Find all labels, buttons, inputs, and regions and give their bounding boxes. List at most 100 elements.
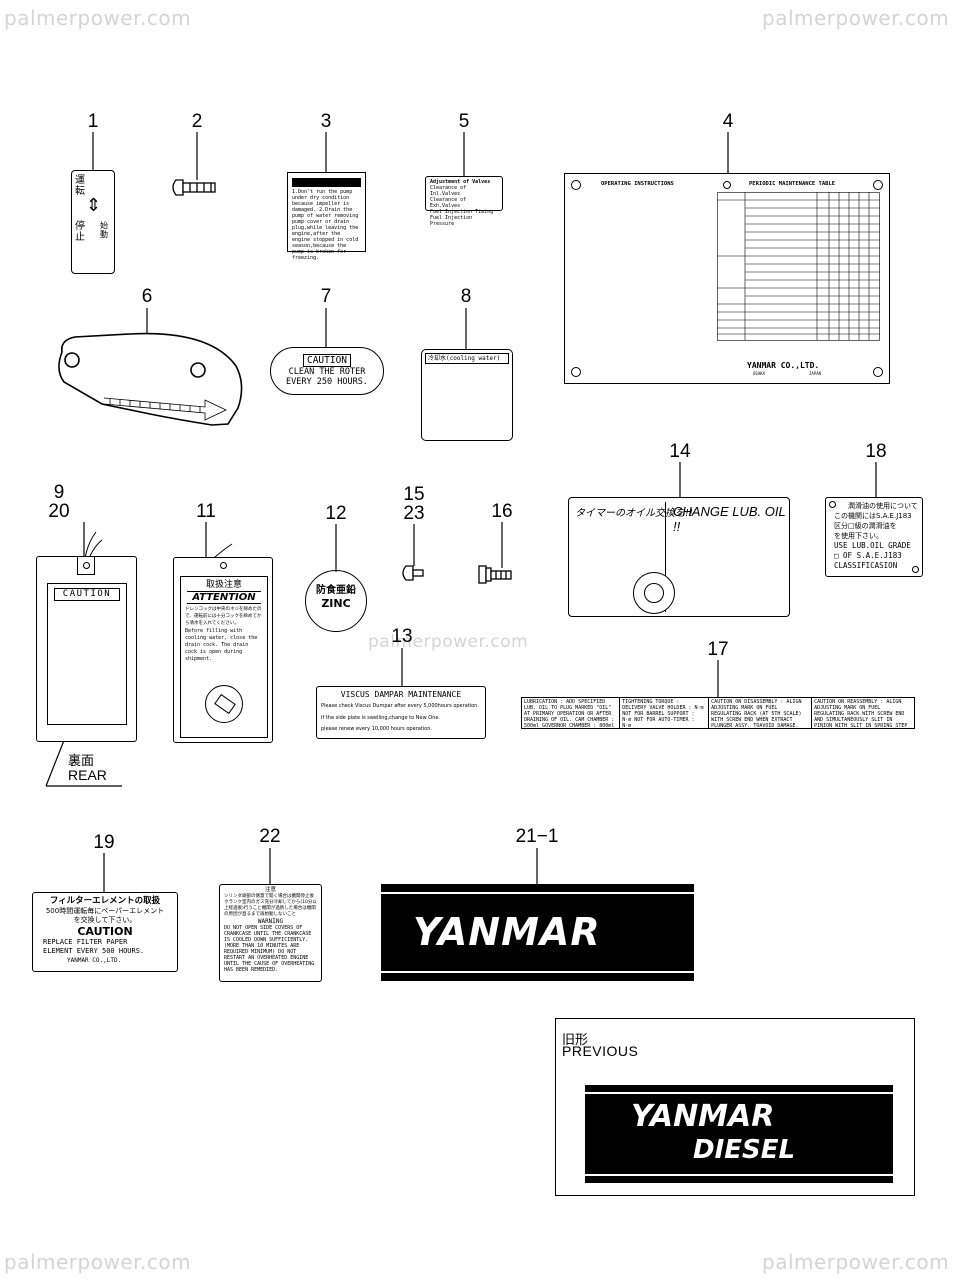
attention-text-jp: ドレンコックは中央のネジを締めたので、運転前には十分コックを締めてから清水を入れ… <box>185 607 262 626</box>
warning-text-en: DO NOT OPEN SIDE COVERS OF CRANKCASE UNT… <box>224 925 315 973</box>
yanmar-logo-text: YANMAR <box>413 910 601 954</box>
maintenance-table-title: PERIODIC MAINTENANCE TABLE <box>749 181 836 187</box>
lub-oil-line-2: この機関にはS.A.E.J183 <box>834 512 912 520</box>
callout-16: 16 <box>491 501 513 522</box>
valve-row-3: Fuel Injection Timing <box>430 209 494 215</box>
part-7-caution-plate: CAUTION CLEAN THE ROTER EVERY 250 HOURS. <box>270 347 384 395</box>
strip-cell-torque: TIGHTENING TORQUE : DELIVERY VALVE HOLDE… <box>620 698 710 728</box>
strip-cell-reassembly: CAUTION ON REASSEMBLY : ALIGN ADJUSTING … <box>814 699 908 728</box>
callout-17: 17 <box>707 639 729 660</box>
part-5-valve-plate: Adjustment of Valves Clearance of Inl.Va… <box>425 176 503 227</box>
screw-hole <box>873 180 883 190</box>
maintenance-table-grid <box>717 192 880 341</box>
watermark: palmerpower.com <box>4 6 192 30</box>
warning-title-jp: 注意 <box>264 887 276 893</box>
tag-eyelet-tab <box>77 557 95 575</box>
callout-22: 22 <box>259 826 281 847</box>
filter-line-1: REPLACE FILTER PAPER <box>43 938 128 946</box>
callout-13: 13 <box>391 626 413 647</box>
callout-1: 1 <box>87 111 99 132</box>
valve-row-4: Fuel Injection Pressure <box>430 215 473 227</box>
screw-hole <box>829 501 836 508</box>
lub-oil-line-7: CLASSIFICASION <box>834 561 898 570</box>
valve-row-2: Clearance of Exh.Valves <box>430 197 467 209</box>
tag-caution-label: CAUTION <box>54 588 120 601</box>
part-12-zinc-label: 防食亜鉛 ZINC <box>305 570 367 632</box>
callout-14: 14 <box>669 441 691 462</box>
part-18-lub-oil-plate: 潤滑油の使用について この機関にはS.A.E.J183 区分□級の潤滑油を を使… <box>825 497 923 577</box>
filter-line-2: ELEMENT EVERY 500 HOURS. <box>43 947 145 955</box>
filter-caution-title: CAUTION <box>77 925 133 938</box>
caution-line-2: EVERY 250 HOURS. <box>286 377 368 387</box>
zinc-label-en: ZINC <box>321 597 351 610</box>
callout-23: 23 <box>403 503 425 524</box>
cooling-water-label: 冷却水(cooling water) <box>425 353 509 364</box>
label-start: 始動 <box>100 221 108 239</box>
callout-11: 11 <box>196 501 216 522</box>
callout-18: 18 <box>865 441 887 462</box>
damper-line-2: If the side plate is swelling,change to … <box>321 715 441 721</box>
callout-7: 7 <box>320 286 332 307</box>
part-8-cooling-water-plate: 冷却水(cooling water) <box>421 349 513 441</box>
callout-21-1: 21−1 <box>515 826 559 847</box>
timer-icon <box>633 572 675 614</box>
black-header-bar <box>292 178 361 187</box>
callout-5: 5 <box>458 111 470 132</box>
caution-title: CAUTION <box>302 354 352 367</box>
warning-title: WARNING <box>257 918 284 925</box>
part-4-instruction-plate: OPERATING INSTRUCTIONS PERIODIC MAINTENA… <box>564 173 890 384</box>
callout-2: 2 <box>191 111 203 132</box>
tag-inner-panel: 取扱注意 ATTENTION ドレンコックは中央のネジを締めたので、運転前には十… <box>180 576 268 738</box>
attention-title: ATTENTION <box>187 591 261 604</box>
part-11-attention-tag: 取扱注意 ATTENTION ドレンコックは中央のネジを締めたので、運転前には十… <box>173 557 273 743</box>
divider <box>665 502 666 612</box>
callout-15: 15 <box>403 484 425 505</box>
part-21-yanmar-diesel-banner: YANMAR DIESEL <box>585 1085 893 1183</box>
filter-title-jp: フィルターエレメントの取扱 <box>49 896 161 906</box>
lub-oil-line-4: を使用下さい。 <box>834 532 883 540</box>
screw-hole <box>723 181 731 189</box>
callout-6: 6 <box>141 286 153 307</box>
screw-hole <box>912 566 919 573</box>
company-country: JAPAN <box>809 371 822 376</box>
part-14-timer-oil-label: タイマーのオイル交換を!! CHANGE LUB. OIL !! <box>568 497 790 617</box>
lub-oil-line-3: 区分□級の潤滑油を <box>834 522 897 530</box>
rear-label-en: REAR <box>68 767 107 783</box>
screw-hole <box>873 367 883 377</box>
callout-19: 19 <box>93 832 115 853</box>
part-19-filter-plate: フィルターエレメントの取扱 500時間運転毎にペーパーエレメントを交換して下さい… <box>32 892 178 972</box>
diesel-logo-text: DIESEL <box>693 1135 796 1165</box>
company-name: YANMAR CO.,LTD. <box>747 361 820 370</box>
tag-inner-panel: CAUTION <box>47 583 127 725</box>
previous-version-box: 旧形 PREVIOUS YANMAR DIESEL <box>555 1018 915 1196</box>
callout-20: 20 <box>48 501 70 522</box>
callout-8: 8 <box>460 286 472 307</box>
damper-title: VISCUS DAMPAR MAINTENANCE <box>340 690 462 699</box>
lub-oil-line-5: USE LUB.OIL GRADE <box>834 541 911 550</box>
callout-9: 9 <box>53 482 65 503</box>
part-21-1-yanmar-banner: YANMAR <box>381 884 694 981</box>
part-1-switch-plate: 運転 ⇕ 停止 始動 <box>71 170 115 274</box>
pump-label-text: 1.Don't run the pump under dry condition… <box>292 189 359 261</box>
callout-3: 3 <box>320 111 332 132</box>
part-22-crankcase-warning: 注意 シリンダ頭部の側蓋で開く場合は機関停止後クランク室内のガス充分冷却してから… <box>219 884 322 982</box>
watermark: palmerpower.com <box>762 1250 950 1274</box>
screw-hole <box>571 367 581 377</box>
callout-4: 4 <box>722 111 734 132</box>
valve-row-1: Clearance of Inl.Valves <box>430 185 467 197</box>
rear-label-jp: 裏面 <box>68 754 95 769</box>
screw-hole <box>571 180 581 190</box>
strip-cell-lubrication: LUBRICATION : ADD SPECIFIED LUB. OIL TO … <box>522 698 621 728</box>
operating-instructions-title: OPERATING INSTRUCTIONS <box>601 181 674 187</box>
previous-label-jp: 旧形 <box>562 1033 589 1048</box>
part-13-damper-plate: VISCUS DAMPAR MAINTENANCE Please check V… <box>316 686 486 739</box>
part-17-fuel-pump-strip: LUBRICATION : ADD SPECIFIED LUB. OIL TO … <box>521 697 915 729</box>
strip-cell-disassembly: CAUTION ON DISASSEMBLY : ALIGN ADJUSTING… <box>709 698 813 728</box>
yanmar-logo-text: YANMAR <box>631 1099 775 1134</box>
part-9-caution-tag: CAUTION <box>36 556 137 742</box>
damper-line-1: Please check Viscus Dumpar after every 5… <box>321 703 479 709</box>
watermark: palmerpower.com <box>762 6 950 30</box>
attention-title-jp: 取扱注意 <box>205 580 242 590</box>
lub-oil-line-1: 潤滑油の使用について <box>848 502 918 510</box>
zinc-label-jp: 防食亜鉛 <box>316 585 356 596</box>
